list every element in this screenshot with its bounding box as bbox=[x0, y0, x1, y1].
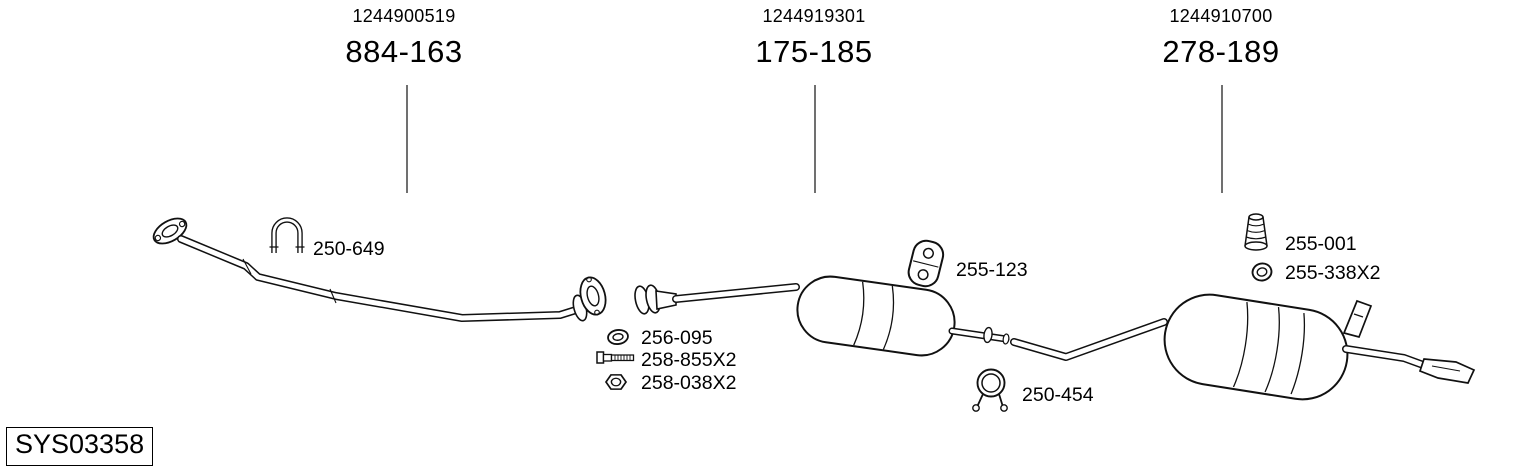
label-bolt: 258-855X2 bbox=[641, 349, 737, 371]
center-pipe-icon bbox=[634, 283, 800, 315]
front-pipe-icon bbox=[177, 235, 588, 322]
system-id-box: SYS03358 bbox=[6, 427, 154, 466]
rear-muffler-icon bbox=[1163, 293, 1349, 401]
seal-ring-icon bbox=[1251, 262, 1273, 282]
assembly-header-front-pipe: 1244900519 884-163 bbox=[345, 6, 462, 71]
u-bolt-icon bbox=[269, 217, 305, 253]
gasket-ring-icon bbox=[607, 329, 629, 345]
label-rear-clamp: 250-454 bbox=[1022, 384, 1094, 406]
flange-gasket-icon bbox=[579, 276, 607, 316]
middle-muffler-icon bbox=[796, 275, 956, 357]
label-seal-ring: 255-338X2 bbox=[1285, 262, 1381, 284]
label-buffer: 255-001 bbox=[1285, 233, 1357, 255]
nut-icon bbox=[604, 374, 628, 390]
label-front-clamp: 250-649 bbox=[313, 238, 385, 260]
assembly-part-number: 1244900519 bbox=[352, 6, 456, 26]
tailpipe-icon bbox=[1342, 345, 1476, 384]
hanger-rubber-icon bbox=[907, 239, 945, 288]
assembly-part-number: 1244910700 bbox=[1169, 6, 1273, 26]
label-hanger: 255-123 bbox=[956, 259, 1028, 281]
muffler-outlet-icon bbox=[948, 326, 1010, 345]
rear-pipe-icon bbox=[1010, 318, 1168, 361]
omega-clamp-icon bbox=[972, 368, 1008, 412]
bolt-icon bbox=[596, 351, 635, 364]
rubber-buffer-icon bbox=[1244, 213, 1268, 251]
assembly-part-number: 1244919301 bbox=[762, 6, 866, 26]
assembly-header-rear-muffler: 1244910700 278-189 bbox=[1162, 6, 1279, 71]
assembly-code: 278-189 bbox=[1162, 33, 1280, 69]
assembly-code: 884-163 bbox=[345, 33, 463, 69]
tail-bracket-icon bbox=[1342, 299, 1373, 339]
assembly-code: 175-185 bbox=[755, 33, 873, 69]
system-id: SYS03358 bbox=[15, 429, 145, 459]
label-nut: 258-038X2 bbox=[641, 372, 737, 394]
label-gasket: 256-095 bbox=[641, 327, 713, 349]
leader-lines bbox=[406, 85, 1223, 193]
assembly-header-middle-muffler: 1244919301 175-185 bbox=[755, 6, 872, 71]
